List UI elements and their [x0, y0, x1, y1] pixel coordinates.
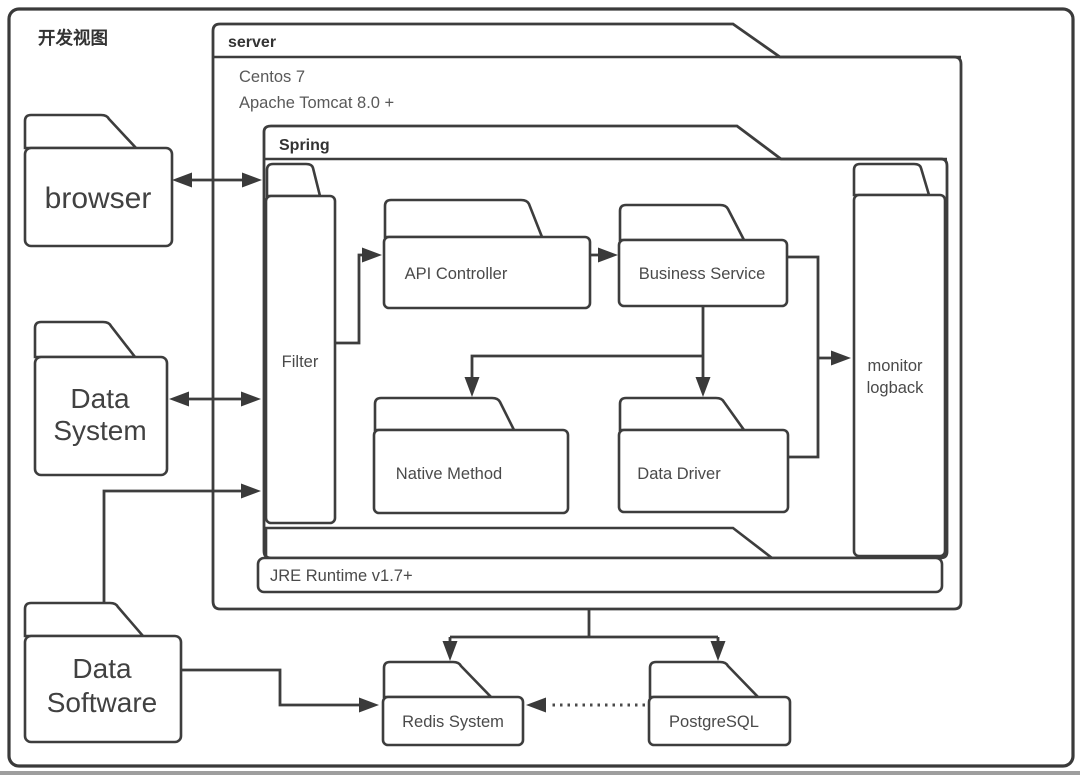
server-env-os: Centos 7 [239, 68, 305, 86]
data-software-label-line2: Software [47, 687, 158, 718]
edge-datasoftware-filter [102, 489, 256, 602]
api-controller-folder: API Controller [382, 198, 592, 310]
business-service-folder: Business Service [617, 203, 789, 308]
data-system-folder: Data System [33, 320, 169, 477]
server-env-container: Apache Tomcat 8.0 + [239, 94, 394, 112]
native-method-folder-tab [373, 396, 517, 432]
data-software-folder-body [23, 634, 183, 744]
filter-folder: Filter [264, 162, 337, 525]
data-software-label-line1: Data [72, 653, 132, 684]
spring-label: Spring [279, 137, 330, 154]
redis-system-folder: Redis System [381, 660, 525, 747]
data-system-folder-tab [33, 320, 138, 359]
redis-system-folder-tab [382, 660, 495, 699]
arrowhead-datasoftware-redis [359, 697, 379, 713]
monitor-logback-label-line1: monitor [867, 357, 923, 375]
arrowhead-api-business [598, 247, 618, 263]
arrowhead-into-spring [242, 172, 262, 188]
monitor-logback-folder: monitor logback [852, 162, 947, 558]
native-method-label: Native Method [396, 465, 502, 483]
data-system-folder-body [33, 355, 169, 477]
arrowhead-into-browser [172, 172, 192, 188]
data-system-label-line2: System [53, 415, 146, 446]
filter-label: Filter [282, 353, 319, 371]
arrowhead-into-data-system [169, 391, 189, 407]
arrowhead-server-redis [442, 641, 458, 661]
monitor-logback-folder-body [852, 193, 947, 558]
monitor-logback-folder-tab [852, 162, 931, 197]
postgresql-folder: PostgreSQL [647, 660, 792, 747]
native-method-folder: Native Method [372, 396, 570, 515]
spring-package: Spring [262, 124, 949, 560]
data-system-label-line1: Data [70, 383, 130, 414]
postgresql-folder-body [647, 695, 792, 747]
jre-runtime-folder-body [256, 556, 944, 594]
api-controller-folder-tab [383, 198, 544, 239]
arrowhead-postgresql-redis [526, 697, 546, 713]
monitor-logback-label-line2: logback [867, 379, 925, 397]
jre-runtime-folder: JRE Runtime v1.7+ [256, 526, 944, 594]
edge-datasoftware-redis [181, 668, 374, 707]
api-controller-label: API Controller [405, 265, 508, 283]
api-controller-folder-body [382, 235, 592, 310]
filter-folder-tab [265, 162, 322, 198]
data-driver-folder-body [617, 428, 790, 514]
data-driver-folder-tab [618, 396, 747, 432]
jre-runtime-folder-tab [264, 526, 773, 560]
postgresql-folder-tab [648, 660, 762, 699]
redis-system-folder-body [381, 695, 525, 747]
postgresql-label: PostgreSQL [669, 713, 759, 731]
browser-folder-body [23, 146, 174, 248]
jre-runtime-label: JRE Runtime v1.7+ [270, 567, 413, 585]
arrowhead-into-filter [241, 391, 261, 407]
arrowhead-business-nativemethod [464, 377, 480, 397]
filter-folder-body [264, 194, 337, 525]
spring-package-outline [262, 124, 949, 560]
native-method-folder-body [372, 428, 570, 515]
arrowhead-business-datadriver [695, 377, 711, 397]
business-service-folder-tab [618, 203, 747, 242]
edge-server-datastores [448, 609, 720, 654]
redis-system-label: Redis System [402, 713, 504, 731]
diagram-title: 开发视图 [38, 28, 108, 48]
page-bottom-divider [0, 771, 1080, 775]
data-driver-label: Data Driver [637, 465, 721, 483]
diagram-edges [102, 172, 851, 713]
data-driver-folder: Data Driver [617, 396, 790, 514]
data-software-folder: Data Software [23, 601, 183, 744]
browser-folder: browser [23, 113, 174, 248]
arrowhead-into-monitor [831, 350, 851, 366]
data-software-folder-tab [23, 601, 146, 638]
browser-label: browser [45, 182, 152, 215]
arrowhead-filter-api [362, 247, 382, 263]
arrowhead-datasoftware-filter [241, 483, 261, 499]
business-service-label: Business Service [639, 265, 766, 283]
server-label: server [228, 34, 276, 51]
arrowhead-server-postgresql [710, 641, 726, 661]
browser-folder-tab [23, 113, 139, 150]
